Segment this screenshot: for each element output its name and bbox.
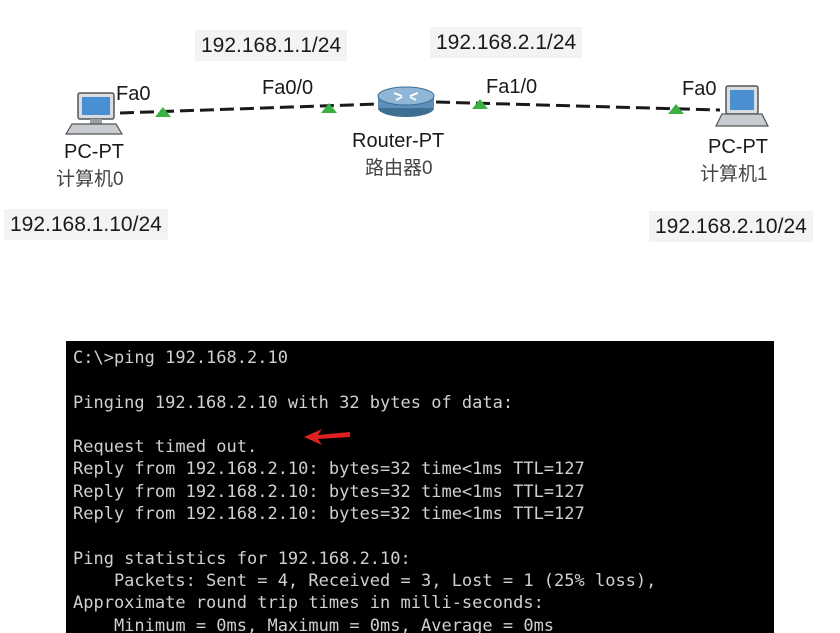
pc1-port-label: Fa0 — [682, 78, 717, 100]
terminal-line — [73, 525, 774, 547]
pc1-icon[interactable] — [715, 85, 769, 127]
router-port-left-label: Fa0/0 — [262, 77, 314, 99]
pc0-name: 计算机0 — [56, 169, 124, 190]
pc1-ip: 192.168.2.10/24 — [649, 211, 813, 242]
terminal-line: Pinging 192.168.2.10 with 32 bytes of da… — [73, 392, 514, 413]
router-port-right-label: Fa1/0 — [486, 76, 538, 98]
terminal-line: Approximate round trip times in milli-se… — [73, 593, 544, 614]
annotation-arrow-icon — [304, 429, 350, 445]
terminal-line: Request timed out. — [73, 437, 258, 458]
link-status-pc1-fa0 — [668, 104, 684, 114]
link-status-pc0-fa0 — [155, 107, 171, 117]
router-type: Router-PT — [352, 130, 445, 152]
terminal-line — [73, 414, 774, 436]
router-ip-right: 192.168.2.1/24 — [430, 27, 583, 58]
pc0-port-label: Fa0 — [116, 83, 151, 105]
router-icon[interactable] — [377, 86, 435, 117]
terminal-line: Reply from 192.168.2.10: bytes=32 time<1… — [73, 459, 585, 480]
terminal-line: C:\>ping 192.168.2.10 — [73, 348, 288, 368]
terminal-line — [73, 369, 774, 391]
router-ip-left: 192.168.1.1/24 — [195, 30, 348, 61]
link-status-router-fa10 — [472, 99, 488, 109]
link-status-router-fa00 — [321, 103, 337, 113]
pc0-icon[interactable] — [64, 92, 124, 135]
network-topology — [64, 85, 769, 135]
link-pc0-router — [119, 102, 379, 115]
terminal-line: Reply from 192.168.2.10: bytes=32 time<1… — [73, 481, 585, 502]
terminal-line: Reply from 192.168.2.10: bytes=32 time<1… — [73, 504, 585, 525]
terminal-line: Ping statistics for 192.168.2.10: — [73, 548, 411, 569]
router-name: 路由器0 — [365, 158, 433, 179]
pc1-name: 计算机1 — [700, 164, 768, 185]
pc1-type: PC-PT — [708, 136, 768, 158]
terminal-line: Minimum = 0ms, Maximum = 0ms, Average = … — [73, 615, 555, 633]
pc0-type: PC-PT — [64, 141, 124, 163]
terminal-line: Packets: Sent = 4, Received = 3, Lost = … — [73, 570, 657, 591]
pc0-ip: 192.168.1.10/24 — [4, 209, 168, 240]
